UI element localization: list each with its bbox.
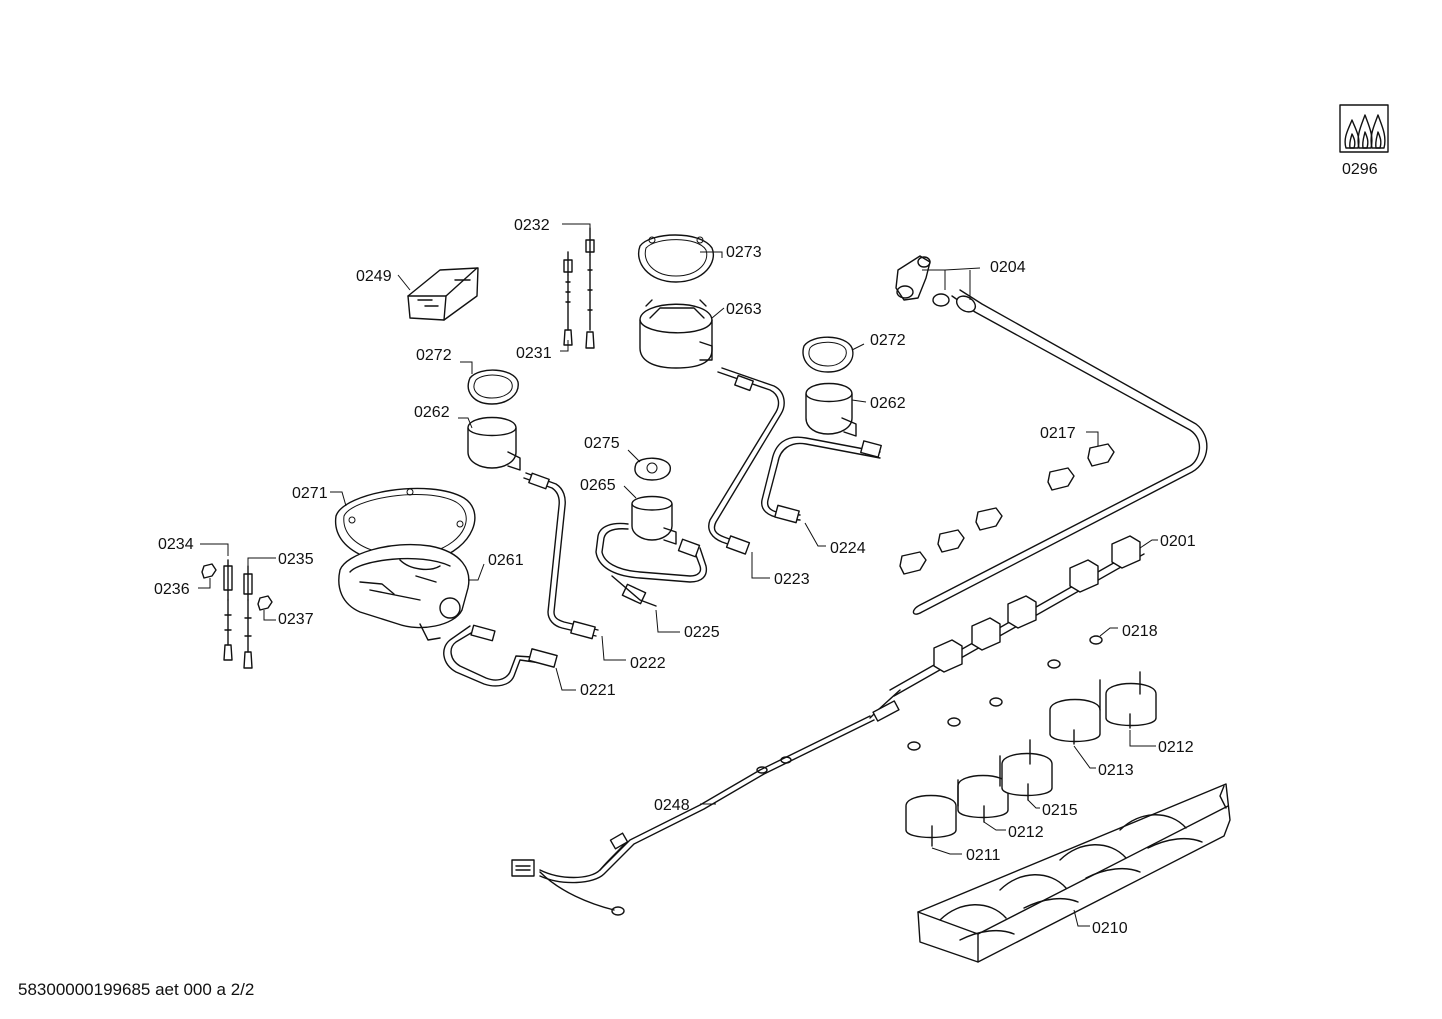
callout-0263: 0263 bbox=[726, 301, 762, 318]
electrode-0231 bbox=[563, 251, 573, 346]
burner-cup-0265 bbox=[631, 495, 677, 545]
callout-0221: 0221 bbox=[580, 682, 616, 699]
callout-0210: 0210 bbox=[1092, 920, 1128, 937]
callout-0223: 0223 bbox=[774, 571, 810, 588]
nut-0237 bbox=[257, 595, 273, 611]
gas-burner-flames-icon bbox=[1339, 104, 1389, 153]
callout-0231: 0231 bbox=[516, 345, 552, 362]
gas-pipe-0224 bbox=[761, 436, 882, 524]
callout-0262-right: 0262 bbox=[870, 395, 906, 412]
gasket-0275 bbox=[634, 457, 671, 481]
burner-housing-0261 bbox=[338, 543, 470, 641]
document-reference: 58300000199685 aet 000 a 2/2 bbox=[18, 980, 255, 999]
callout-0217: 0217 bbox=[1040, 425, 1076, 442]
electrode-0232 bbox=[585, 227, 595, 349]
gas-valves bbox=[905, 671, 1157, 847]
callout-0211: 0211 bbox=[966, 847, 1001, 864]
callout-0212-lower: 0212 bbox=[1008, 824, 1044, 841]
callout-0272-left: 0272 bbox=[416, 347, 452, 364]
callout-0272-right: 0272 bbox=[870, 332, 906, 349]
thermocouple-0234 bbox=[223, 559, 233, 661]
elbow-fitting-0204 bbox=[895, 255, 950, 307]
callout-0261: 0261 bbox=[488, 552, 524, 569]
burner-cup-0263 bbox=[639, 299, 713, 369]
gas-pipe-0222 bbox=[523, 472, 599, 640]
callout-0222: 0222 bbox=[630, 655, 666, 672]
valve-bracket-0210 bbox=[917, 783, 1231, 963]
callout-0213: 0213 bbox=[1098, 762, 1134, 779]
callout-0265: 0265 bbox=[580, 477, 616, 494]
callout-0224: 0224 bbox=[830, 540, 866, 557]
callout-0271: 0271 bbox=[292, 485, 328, 502]
gas-pipe-0225 bbox=[595, 522, 708, 607]
callout-0262-left: 0262 bbox=[414, 404, 450, 421]
gas-main-pipe bbox=[912, 289, 1208, 615]
callout-0218: 0218 bbox=[1122, 623, 1158, 640]
clip-0217 bbox=[899, 443, 1115, 575]
callout-0273: 0273 bbox=[726, 244, 762, 261]
callout-0296: 0296 bbox=[1342, 161, 1378, 178]
callout-0201: 0201 bbox=[1160, 533, 1196, 550]
ignition-switch-rail-0201 bbox=[869, 535, 1145, 722]
callout-0248: 0248 bbox=[654, 797, 690, 814]
wiring-harness-0248 bbox=[511, 715, 875, 916]
callout-0232: 0232 bbox=[514, 217, 550, 234]
gasket-0272-right bbox=[802, 336, 854, 373]
nut-0236 bbox=[201, 563, 217, 579]
burner-cup-0262-right bbox=[805, 382, 857, 437]
callout-0249: 0249 bbox=[356, 268, 392, 285]
gas-pipe-0221 bbox=[443, 624, 558, 687]
ignition-module bbox=[407, 267, 479, 321]
callout-0237: 0237 bbox=[278, 611, 314, 628]
gas-pipe-0223 bbox=[708, 367, 785, 555]
callout-0204: 0204 bbox=[990, 259, 1026, 276]
callout-0225: 0225 bbox=[684, 624, 720, 641]
washers-0218 bbox=[907, 635, 1103, 751]
gasket-0273 bbox=[638, 234, 714, 283]
burner-cup-0262-left bbox=[467, 416, 521, 471]
callout-0215: 0215 bbox=[1042, 802, 1078, 819]
thermocouple-0235 bbox=[243, 565, 253, 669]
callout-0235: 0235 bbox=[278, 551, 314, 568]
callout-0236: 0236 bbox=[154, 581, 190, 598]
gasket-0272-left bbox=[467, 369, 519, 405]
callout-0275: 0275 bbox=[584, 435, 620, 452]
callout-0234: 0234 bbox=[158, 536, 194, 553]
callout-0212-upper: 0212 bbox=[1158, 739, 1194, 756]
